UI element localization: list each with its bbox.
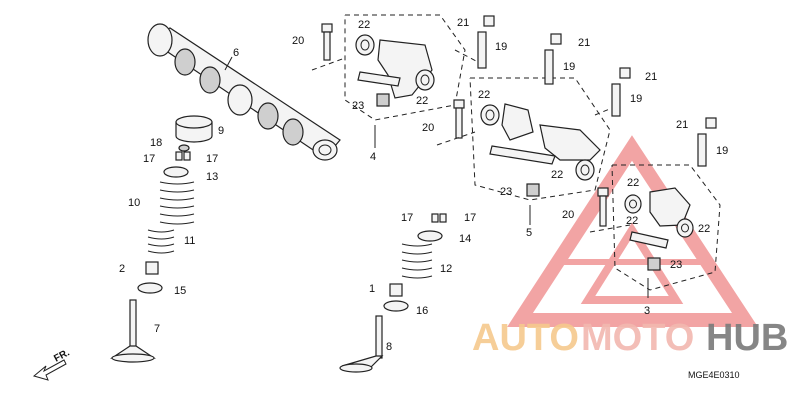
callout-5: 5 (526, 227, 532, 239)
callout-18: 18 (150, 137, 162, 149)
callout-12: 12 (440, 263, 452, 275)
callout-14: 14 (459, 233, 471, 245)
callout-19-b: 19 (563, 61, 575, 73)
callout-20-a: 20 (292, 35, 304, 47)
front-direction-label: FR. (52, 347, 72, 364)
valve-stack-center (339, 213, 447, 373)
callout-10: 10 (128, 197, 140, 209)
callout-9: 9 (218, 125, 224, 137)
stud-19-b (544, 33, 562, 85)
stud-19-a (477, 15, 495, 69)
watermark-text-moto: MOTO (581, 317, 694, 359)
valve-stack-left (110, 115, 213, 363)
callout-6: 6 (233, 47, 239, 59)
watermark-text-auto: AUTO (472, 317, 579, 359)
stud-19-d (697, 117, 717, 167)
callout-1: 1 (369, 283, 375, 295)
stud-19-c (611, 67, 631, 117)
callout-16: 16 (416, 305, 428, 317)
rocker-arm-assembly-3 (624, 187, 694, 271)
callout-15: 15 (174, 285, 186, 297)
watermark-logo: AUTO MOTO HUB (472, 317, 788, 359)
bolt-20-a (321, 23, 333, 61)
callout-22-a: 22 (358, 19, 370, 31)
camshaft (147, 23, 341, 161)
callout-8: 8 (386, 341, 392, 353)
callout-21-a: 21 (457, 17, 469, 29)
callout-17-center-a: 17 (401, 212, 413, 224)
callout-23-a: 23 (352, 100, 364, 112)
callout-17-center-b: 17 (464, 212, 476, 224)
callout-17-left-b: 17 (206, 153, 218, 165)
callout-11: 11 (184, 235, 195, 247)
callout-22-c: 22 (478, 89, 490, 101)
callout-20-b: 20 (422, 122, 434, 134)
callout-21-d: 21 (676, 119, 688, 131)
front-direction-arrow (32, 359, 67, 381)
rocker-assembly-5-outline (469, 77, 611, 201)
callout-2: 2 (119, 263, 125, 275)
diagram-code: MGE4E0310 (688, 370, 740, 380)
callout-22-g: 22 (698, 223, 710, 235)
callout-4: 4 (370, 151, 376, 163)
callout-21-c: 21 (645, 71, 657, 83)
callout-22-f: 22 (626, 215, 638, 227)
callout-23-c: 23 (670, 259, 682, 271)
callout-23-b: 23 (500, 186, 512, 198)
callout-3: 3 (644, 305, 650, 317)
callout-19-a: 19 (495, 41, 507, 53)
bolt-20-c (597, 187, 609, 227)
callout-22-b: 22 (416, 95, 428, 107)
callout-22-d: 22 (551, 169, 563, 181)
callout-20-c: 20 (562, 209, 574, 221)
callout-13: 13 (206, 171, 218, 183)
callout-19-d: 19 (716, 145, 728, 157)
rocker-arm-assembly-4 (355, 34, 435, 107)
callout-7: 7 (154, 323, 160, 335)
callout-17-left-a: 17 (143, 153, 155, 165)
rocker-arm-assembly-5 (480, 103, 601, 197)
callout-19-c: 19 (630, 93, 642, 105)
bolt-20-b (453, 99, 465, 139)
callout-21-b: 21 (578, 37, 590, 49)
callout-22-e: 22 (627, 177, 639, 189)
watermark-text-hub: HUB (706, 317, 788, 359)
